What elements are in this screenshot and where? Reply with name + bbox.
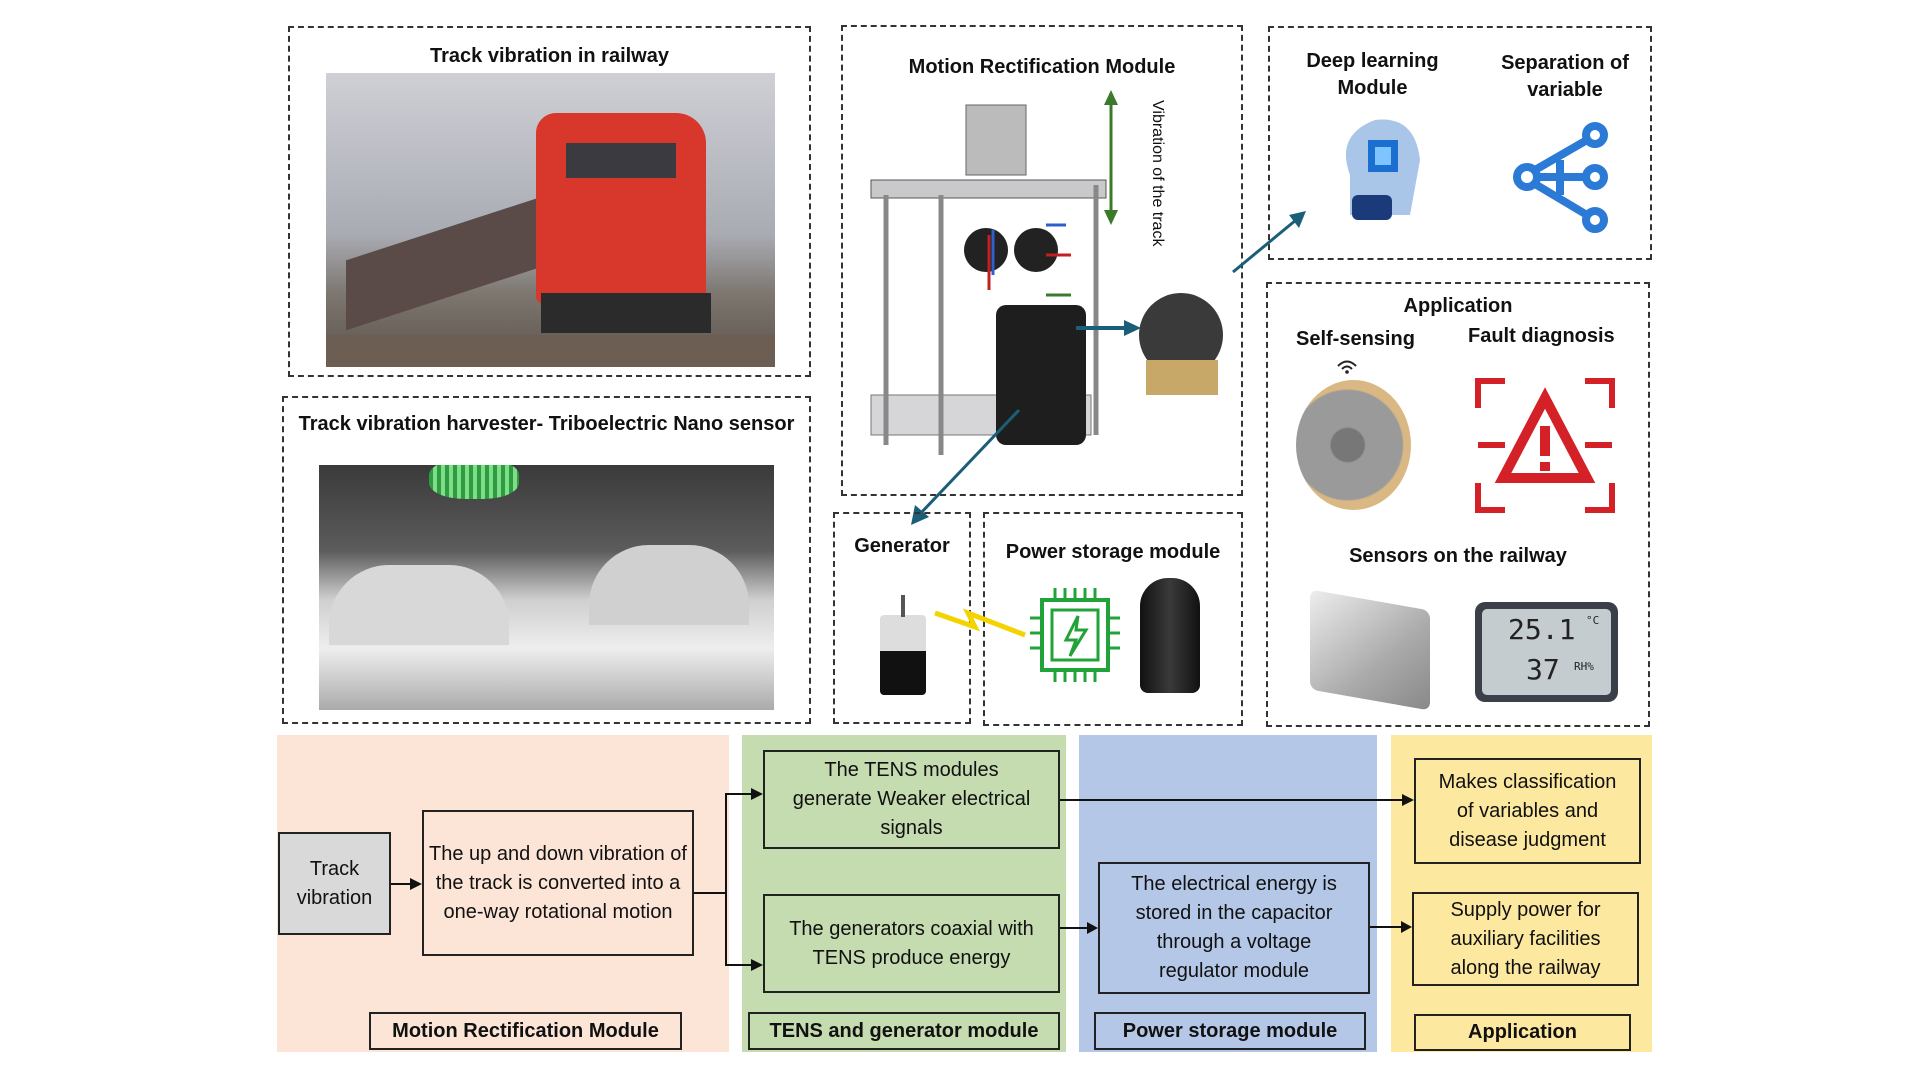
sensor-disc xyxy=(1296,380,1411,510)
humidity-unit: RH% xyxy=(1574,660,1594,673)
sensors-title: Sensors on the railway xyxy=(1349,545,1567,567)
chip-charge-icon xyxy=(1030,588,1120,682)
ai-head-icon xyxy=(1345,119,1420,220)
generator-title: Generator xyxy=(854,535,950,557)
tens-rotor xyxy=(1139,293,1223,377)
harvester-panel xyxy=(282,396,811,724)
humidity-value: 37 xyxy=(1526,653,1560,686)
energy-stored-box: The electrical energy is stored in the c… xyxy=(1098,862,1370,994)
arrow-to-generator xyxy=(917,408,1021,517)
train-photo xyxy=(326,73,775,367)
power-storage-title: Power storage module xyxy=(1005,541,1221,563)
temp-unit: °C xyxy=(1586,614,1600,627)
motion-panel xyxy=(841,25,1243,496)
tens-section-label: TENS and generator module xyxy=(748,1012,1060,1050)
arrow-to-deep-learning xyxy=(1232,218,1297,274)
railway-panel xyxy=(288,26,811,377)
classification-box: Makes classification of variables and di… xyxy=(1414,758,1641,864)
fault-diagnosis-label: Fault diagnosis xyxy=(1468,325,1615,347)
generators-box: The generators coaxial with TENS produce… xyxy=(763,894,1060,993)
application-panel xyxy=(1266,282,1650,727)
arrow-updown-split xyxy=(694,793,752,966)
fault-warning-icon xyxy=(1475,378,1615,513)
power-section-label: Power storage module xyxy=(1094,1012,1366,1050)
rectifier-frame-top xyxy=(870,179,1107,199)
application-title: Application xyxy=(1403,295,1513,317)
deep-learning-title: Deep learning Module xyxy=(1306,50,1439,99)
motion-rectifier-illustration xyxy=(870,90,1306,525)
separation-title: Separation of variable xyxy=(1501,52,1629,101)
lightning-bolt-icon xyxy=(934,608,1026,638)
temp-value: 25.1 xyxy=(1508,613,1576,646)
harvester-render xyxy=(319,465,774,710)
network-icon xyxy=(1513,122,1608,233)
self-sensing-label: Self-sensing xyxy=(1296,328,1415,350)
vibration-label: Vibration of the track xyxy=(1149,100,1166,247)
capacitor xyxy=(1140,578,1200,693)
motion-section-label: Motion Rectification Module xyxy=(369,1012,682,1050)
generator-motor xyxy=(880,615,926,695)
wifi-icon xyxy=(1337,360,1357,374)
supply-power-box: Supply power for auxiliary facilities al… xyxy=(1412,892,1639,986)
railway-title: Track vibration in railway xyxy=(430,45,669,67)
updown-box: The up and down vibration of the track i… xyxy=(422,810,694,956)
application-section-label: Application xyxy=(1414,1014,1631,1051)
thermo-hygrometer: 25.1 °C 37 RH% xyxy=(1475,602,1618,702)
power-section-bg xyxy=(1079,735,1377,1052)
tens-section-bg xyxy=(742,735,1066,1052)
track-vibration-box: Track vibration xyxy=(278,832,391,935)
harvester-title: Track vibration harvester- Triboelectric… xyxy=(298,413,795,435)
deep-learning-panel xyxy=(1268,26,1652,260)
tens-signals-box: The TENS modules generate Weaker electri… xyxy=(763,750,1060,849)
motion-title: Motion Rectification Module xyxy=(908,56,1176,78)
